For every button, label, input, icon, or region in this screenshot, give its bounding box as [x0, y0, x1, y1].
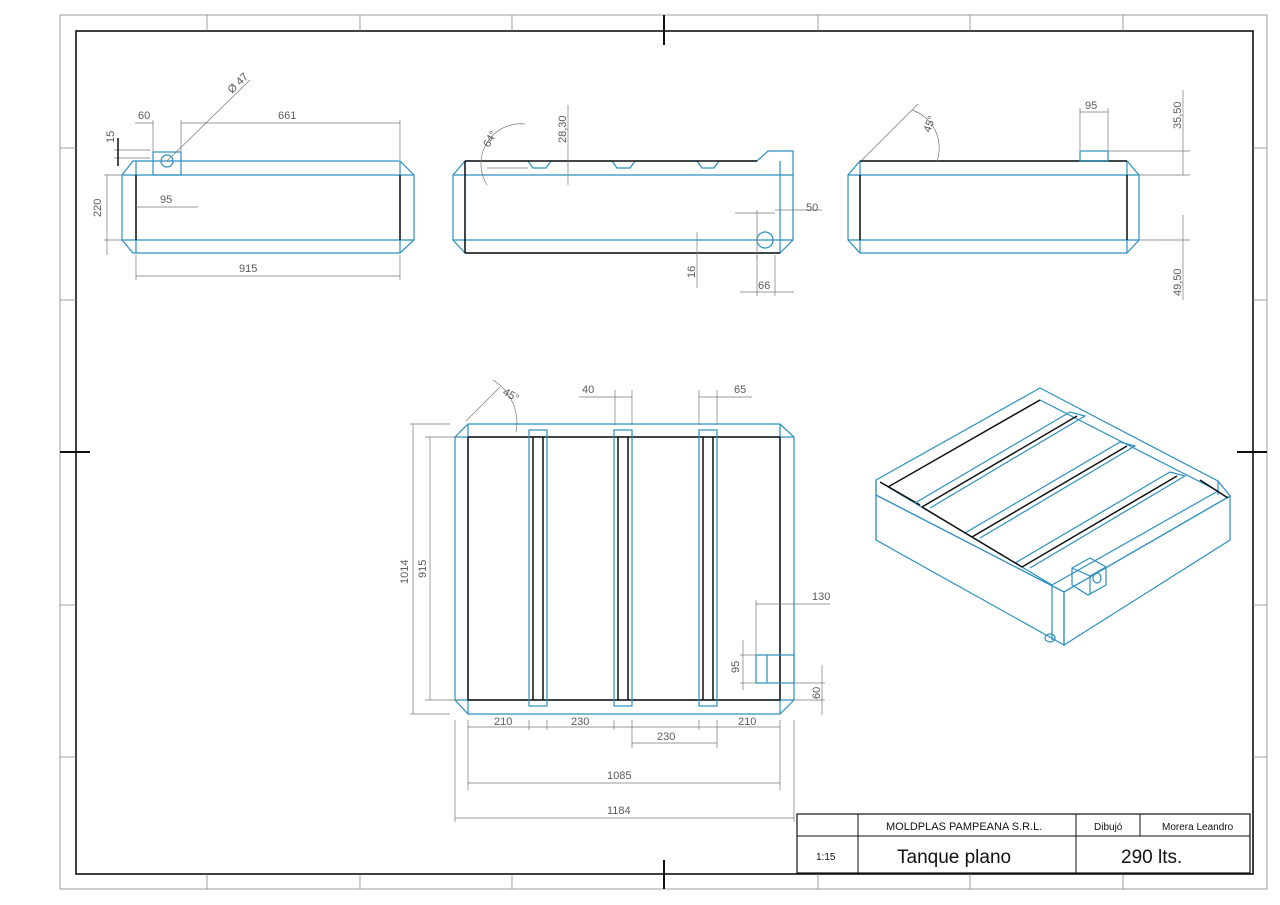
- drawn-by-name: Morera Leandro: [1162, 822, 1234, 833]
- dim-65: 65: [734, 384, 746, 396]
- front-view: Ø 47 60 661 15 220 95 915: [92, 71, 415, 280]
- dim-210-right: 210: [738, 716, 756, 728]
- dim-95: 95: [160, 194, 172, 206]
- capacity-value: 290 lts.: [1121, 847, 1182, 868]
- dim-hole-diameter: Ø 47: [226, 71, 251, 96]
- side-view: 64° 28,30 50 16 66: [452, 105, 822, 296]
- dim-66: 66: [758, 280, 770, 292]
- scale-value: 1:15: [816, 852, 836, 863]
- dim-60: 60: [138, 110, 150, 122]
- dim-50: 50: [806, 202, 818, 214]
- dim-angle-64: 64°: [481, 129, 500, 149]
- top-view: 45° 40 65 1014 915 130 95 60 210 230 210…: [399, 379, 830, 822]
- right-view: 45° 95 35,50 49,50: [847, 90, 1190, 300]
- dim-40: 40: [582, 384, 594, 396]
- part-name: Tanque plano: [897, 847, 1011, 868]
- company-name: MOLDPLAS PAMPEANA S.R.L.: [886, 821, 1042, 833]
- drawn-by-label: Dibujó: [1094, 822, 1123, 833]
- dim-1184: 1184: [607, 805, 631, 817]
- title-block: MOLDPLAS PAMPEANA S.R.L. Dibujó Morera L…: [796, 813, 1251, 874]
- dim-49-50: 49,50: [1172, 268, 1184, 296]
- dim-220: 220: [92, 199, 104, 217]
- dim-1085: 1085: [607, 770, 631, 782]
- dim-16: 16: [686, 266, 698, 278]
- dim-915-top: 915: [417, 560, 429, 578]
- sheet-border: [59, 14, 1268, 890]
- dim-130: 130: [812, 591, 830, 603]
- dim-95-top: 95: [730, 661, 742, 673]
- dim-1014: 1014: [399, 560, 411, 584]
- dim-210-left: 210: [494, 716, 512, 728]
- dim-35-50: 35,50: [1172, 101, 1184, 129]
- dim-230-upper: 230: [571, 716, 589, 728]
- dim-230-lower: 230: [657, 731, 675, 743]
- dim-15: 15: [105, 131, 117, 143]
- dim-60-top: 60: [811, 687, 823, 699]
- dim-915: 915: [239, 263, 257, 275]
- dim-661: 661: [278, 110, 296, 122]
- dim-28-30: 28,30: [557, 115, 569, 143]
- dim-95-right: 95: [1085, 100, 1097, 112]
- dim-angle-45-right: 45°: [922, 114, 939, 134]
- isometric-view: [875, 387, 1231, 647]
